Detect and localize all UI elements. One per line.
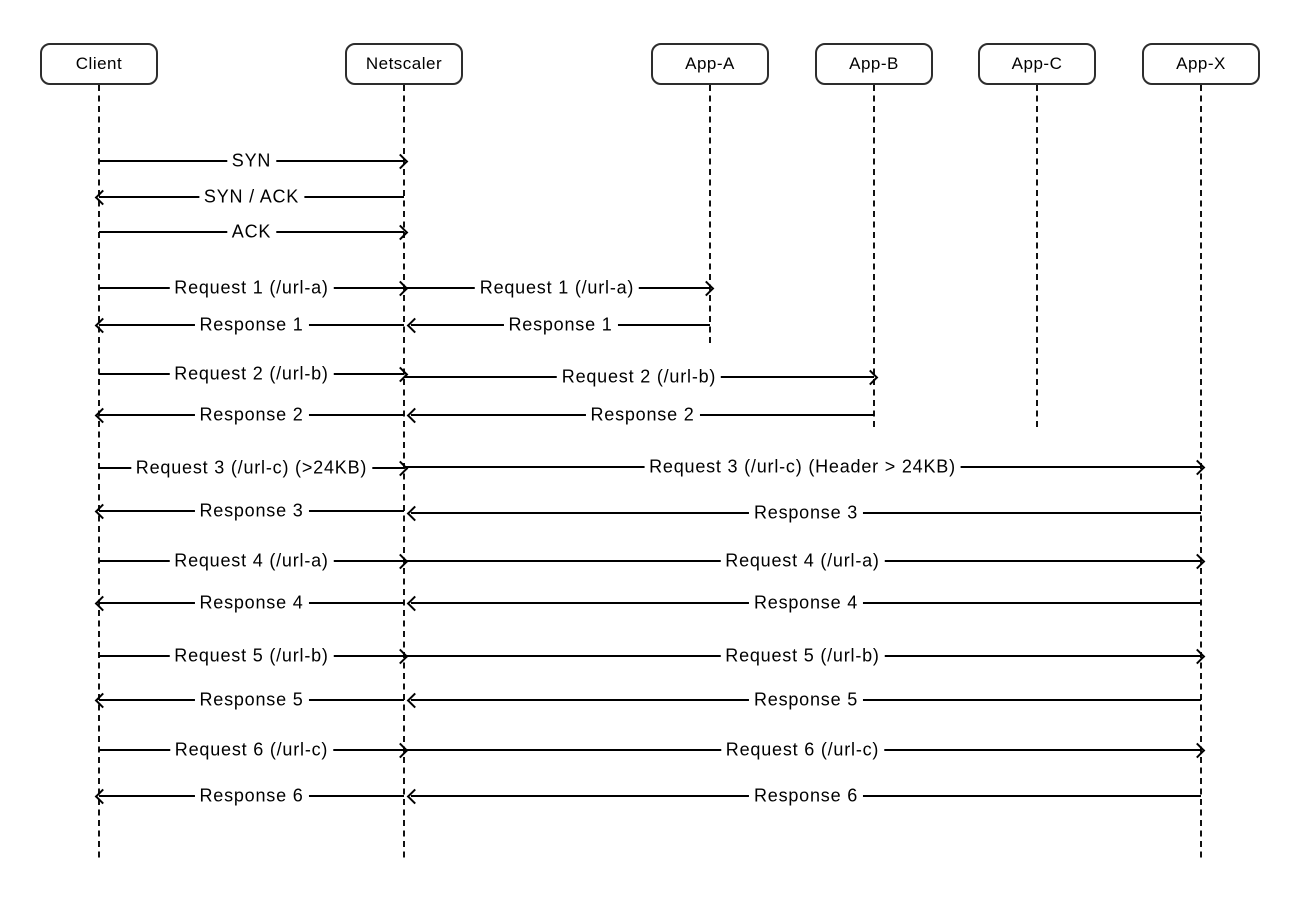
message-label: SYN [226, 150, 277, 172]
message-arrow-app-a-to-netscaler: Response 1 [406, 314, 710, 336]
actor-label-app-b: App-B [849, 54, 899, 73]
message-label: Response 5 [194, 689, 309, 711]
message-arrow-netscaler-to-app-a: Request 1 (/url-a) [404, 277, 715, 299]
message-label: Request 2 (/url-b) [169, 363, 334, 385]
message-arrow-netscaler-to-client: Response 3 [94, 500, 404, 522]
message-label: Request 4 (/url-a) [720, 550, 885, 572]
message-arrow-netscaler-to-app-x: Request 5 (/url-b) [404, 645, 1206, 667]
message-arrow-client-to-netscaler: Request 3 (/url-c) (>24KB) [99, 457, 409, 479]
message-label: Response 2 [585, 404, 700, 426]
message-arrow-netscaler-to-app-x: Request 3 (/url-c) (Header > 24KB) [404, 456, 1206, 478]
message-label: Response 3 [194, 500, 309, 522]
actor-label-netscaler: Netscaler [365, 54, 443, 73]
message-label: Response 5 [748, 689, 864, 711]
message-arrow-client-to-netscaler: Request 5 (/url-b) [99, 645, 409, 667]
message-arrow-client-to-netscaler: Request 2 (/url-b) [99, 363, 409, 385]
actor-box-app-x: App-X [1142, 43, 1260, 85]
message-arrow-client-to-netscaler: Request 4 (/url-a) [99, 550, 409, 572]
message-arrow-client-to-netscaler: ACK [99, 221, 409, 243]
message-label: Request 2 (/url-b) [556, 366, 722, 388]
message-label: Request 1 (/url-a) [474, 277, 640, 299]
message-label: Request 6 (/url-c) [720, 739, 885, 761]
message-label: Request 1 (/url-a) [169, 277, 334, 299]
message-label: Response 6 [194, 785, 309, 807]
message-arrow-client-to-netscaler: SYN [99, 150, 409, 172]
message-label: Request 5 (/url-b) [169, 645, 334, 667]
message-arrow-client-to-netscaler: Request 6 (/url-c) [99, 739, 409, 761]
message-label: Response 6 [748, 785, 864, 807]
message-label: Request 3 (/url-c) (Header > 24KB) [644, 456, 961, 478]
message-arrow-netscaler-to-client: Response 5 [94, 689, 404, 711]
actor-label-app-c: App-C [1011, 54, 1063, 73]
message-arrow-app-x-to-netscaler: Response 3 [406, 502, 1201, 524]
message-label: Response 1 [194, 314, 309, 336]
actor-box-client: Client [40, 43, 158, 85]
message-arrow-netscaler-to-client: Response 6 [94, 785, 404, 807]
message-arrow-netscaler-to-client: Response 1 [94, 314, 404, 336]
message-arrow-netscaler-to-app-x: Request 6 (/url-c) [404, 739, 1206, 761]
message-arrow-client-to-netscaler: Request 1 (/url-a) [99, 277, 409, 299]
message-label: Request 6 (/url-c) [169, 739, 334, 761]
message-arrow-app-x-to-netscaler: Response 5 [406, 689, 1201, 711]
message-label: Request 4 (/url-a) [169, 550, 334, 572]
message-arrow-netscaler-to-client: SYN / ACK [94, 186, 404, 208]
message-arrow-app-b-to-netscaler: Response 2 [406, 404, 874, 426]
message-label: Request 3 (/url-c) (>24KB) [130, 457, 373, 479]
actor-box-app-a: App-A [651, 43, 769, 85]
lifeline-app-x [1200, 85, 1202, 862]
actor-label-app-a: App-A [685, 54, 735, 73]
lifeline-netscaler [403, 85, 405, 858]
message-label: ACK [226, 221, 277, 243]
message-arrow-netscaler-to-client: Response 2 [94, 404, 404, 426]
message-label: Request 5 (/url-b) [720, 645, 885, 667]
lifeline-client [98, 85, 100, 858]
lifeline-app-c [1036, 85, 1038, 428]
message-arrow-app-x-to-netscaler: Response 6 [406, 785, 1201, 807]
message-arrow-netscaler-to-client: Response 4 [94, 592, 404, 614]
message-label: Response 2 [194, 404, 309, 426]
message-arrow-netscaler-to-app-b: Request 2 (/url-b) [404, 366, 879, 388]
actor-box-netscaler: Netscaler [345, 43, 463, 85]
message-arrow-netscaler-to-app-x: Request 4 (/url-a) [404, 550, 1206, 572]
actor-box-app-b: App-B [815, 43, 933, 85]
message-label: SYN / ACK [198, 186, 305, 208]
lifeline-app-b [873, 85, 875, 430]
message-label: Response 4 [748, 592, 864, 614]
message-arrow-app-x-to-netscaler: Response 4 [406, 592, 1201, 614]
message-label: Response 3 [748, 502, 864, 524]
actor-box-app-c: App-C [978, 43, 1096, 85]
message-label: Response 1 [503, 314, 618, 336]
actor-label-client: Client [75, 54, 123, 73]
actor-label-app-x: App-X [1176, 54, 1226, 73]
lifeline-app-a [709, 85, 711, 343]
message-label: Response 4 [194, 592, 309, 614]
